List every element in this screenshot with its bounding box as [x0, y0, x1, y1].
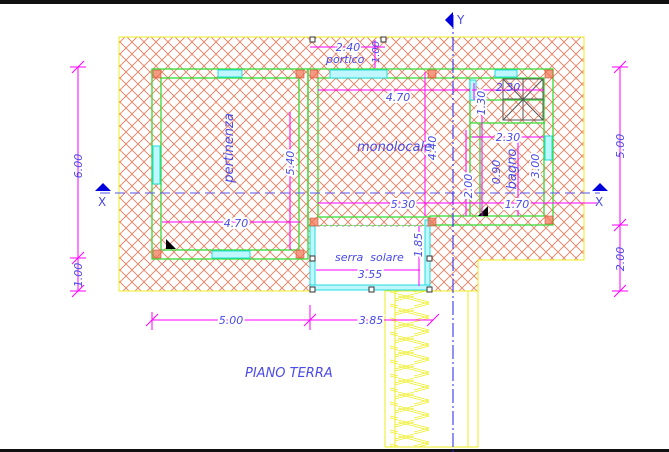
- dim-portico-depth: 1.00: [371, 41, 382, 63]
- top-frame: [0, 0, 669, 4]
- dim-pertinenza-width: 4.70: [224, 217, 249, 230]
- dim-serra-height: 1.85: [412, 233, 425, 258]
- y-axis-label: Y: [456, 13, 465, 27]
- x-axis-label: X: [595, 195, 603, 209]
- dim-bagno-door: 0.90: [490, 160, 503, 185]
- room-label-serra-solare: serra solare: [335, 251, 404, 264]
- x-axis-label: X: [98, 195, 106, 209]
- room-serra-solare: [309, 36, 433, 293]
- room-label-bagno: bagno: [505, 149, 520, 190]
- dim-left-6: 6.00: [72, 154, 85, 179]
- window: [544, 135, 553, 161]
- dim-wc-width: 2.30: [496, 81, 521, 94]
- walkway-paving: [384, 290, 479, 448]
- dim-monolocale-width-bottom: 5.30: [391, 198, 416, 211]
- dim-bottom-5: 5.00: [219, 314, 244, 327]
- dim-serra-width: 3.55: [358, 268, 383, 281]
- door-swing-icon: [166, 239, 176, 249]
- plan-title: PIANO TERRA: [245, 366, 333, 381]
- dim-pertinenza-height: 5.40: [284, 151, 297, 176]
- dim-wc-height: 1.30: [475, 91, 488, 116]
- dim-bottom-385: 3.85: [359, 314, 384, 327]
- dim-portico-width: 2.40: [336, 41, 361, 54]
- shower-icon: [502, 78, 544, 121]
- dimension-lines: [70, 40, 628, 330]
- door-swing-icon: [478, 206, 488, 216]
- bottom-frame: [0, 449, 669, 452]
- window: [211, 250, 251, 259]
- window: [494, 69, 518, 78]
- dim-left-1: 1.00: [72, 263, 85, 288]
- pillars: [152, 69, 554, 259]
- x-axis-marker-icon: [592, 183, 608, 191]
- window: [152, 145, 161, 185]
- dim-bagno-height: 3.00: [529, 154, 542, 179]
- dim-right-5: 5.00: [614, 134, 627, 159]
- x-axis-marker-icon: [95, 183, 111, 191]
- dim-bagno-width: 2.30: [496, 131, 521, 144]
- dim-monolocale-height: 4.40: [426, 136, 439, 161]
- window: [217, 69, 243, 78]
- dim-monolocale-width: 4.70: [386, 91, 411, 104]
- room-label-monolocale: monolocale: [357, 140, 432, 155]
- y-axis-marker-icon: [445, 12, 453, 28]
- dim-corridor-width: 1.70: [505, 198, 530, 211]
- dim-right-2: 2.00: [614, 247, 627, 272]
- room-label-portico: portico: [325, 53, 365, 66]
- room-label-pertinenza: pertinenza: [222, 113, 237, 184]
- dim-corridor-height: 2.00: [462, 174, 475, 199]
